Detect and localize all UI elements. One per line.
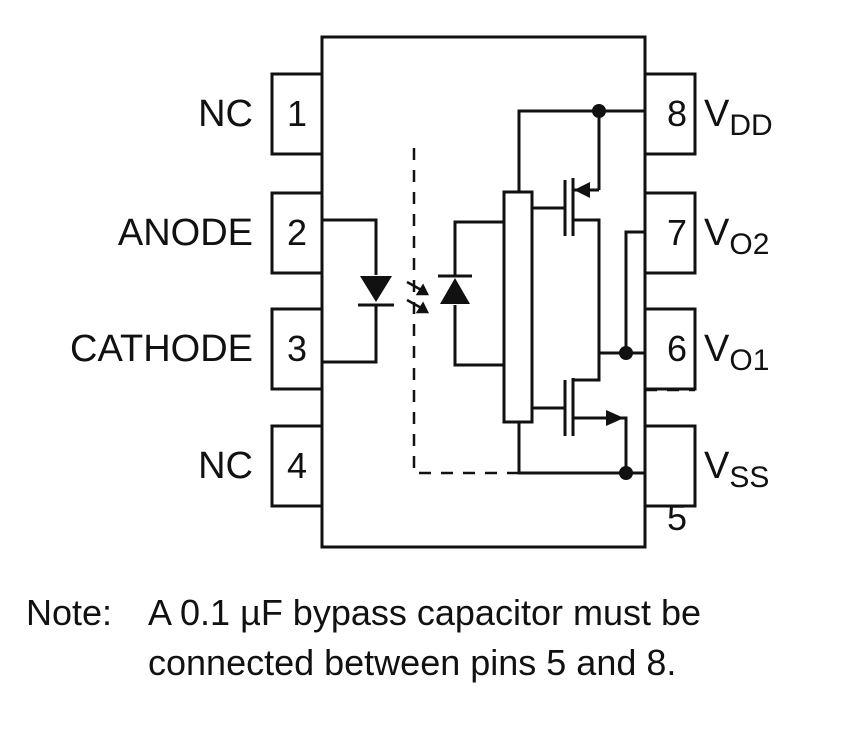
upper-transistor-arrow-icon <box>574 182 590 198</box>
vo2-wire <box>624 230 645 353</box>
pin-2-number: 2 <box>287 212 307 253</box>
pin-3-box <box>270 307 324 391</box>
lower-transistor-arrow-icon <box>606 410 624 426</box>
photodiode-bottom-wire <box>453 305 503 367</box>
junction-dot <box>619 346 633 360</box>
pin-5-box <box>643 424 697 508</box>
note-label: Note: <box>26 592 113 633</box>
anode-wire <box>322 218 378 275</box>
amplifier-block <box>502 190 534 424</box>
pin-8-number: 8 <box>667 93 687 134</box>
pin-1-box <box>270 72 324 156</box>
pin-4-label: NC <box>198 445 253 487</box>
pin-1-number: 1 <box>287 93 307 134</box>
pin-4-number: 4 <box>287 445 307 486</box>
note-line-1: Note: A 0.1 µF bypass capacitor must be <box>26 588 826 638</box>
light-arrows-icon <box>406 280 430 314</box>
pin-5-label: VSS <box>704 445 769 494</box>
pin-7-number: 7 <box>667 212 687 253</box>
pin-6-label: VO1 <box>704 328 769 377</box>
junction-dot <box>592 104 606 118</box>
pin-5-number: 5 <box>667 497 687 538</box>
pin-7-label: VO2 <box>704 212 769 261</box>
pin-3-number: 3 <box>287 328 307 369</box>
vdd-rail <box>517 109 645 192</box>
note-text-1: A 0.1 µF bypass capacitor must be <box>148 592 702 633</box>
pin-2-box <box>270 191 324 275</box>
photodiode-top-wire <box>453 220 503 275</box>
pin-8-label: VDD <box>704 93 773 142</box>
pin-1-label: NC <box>198 93 253 135</box>
pin-6-number: 6 <box>667 328 687 369</box>
pin-8-box <box>643 72 697 156</box>
pin-4-box <box>270 424 324 508</box>
package-body <box>320 35 647 549</box>
pin-2-label: ANODE <box>118 212 253 254</box>
pin-3-label: CATHODE <box>70 328 253 370</box>
bypass-capacitor-note: Note: A 0.1 µF bypass capacitor must be c… <box>26 588 826 688</box>
note-line-2: connected between pins 5 and 8. <box>148 642 677 683</box>
photodiode-icon <box>438 274 472 304</box>
cathode-wire <box>322 305 378 364</box>
optocoupler-pinout-diagram: 1 2 3 4 8 7 6 5 NC ANODE CATHODE NC VDD … <box>70 35 773 549</box>
led-icon <box>358 276 394 307</box>
junction-dot <box>619 466 633 480</box>
